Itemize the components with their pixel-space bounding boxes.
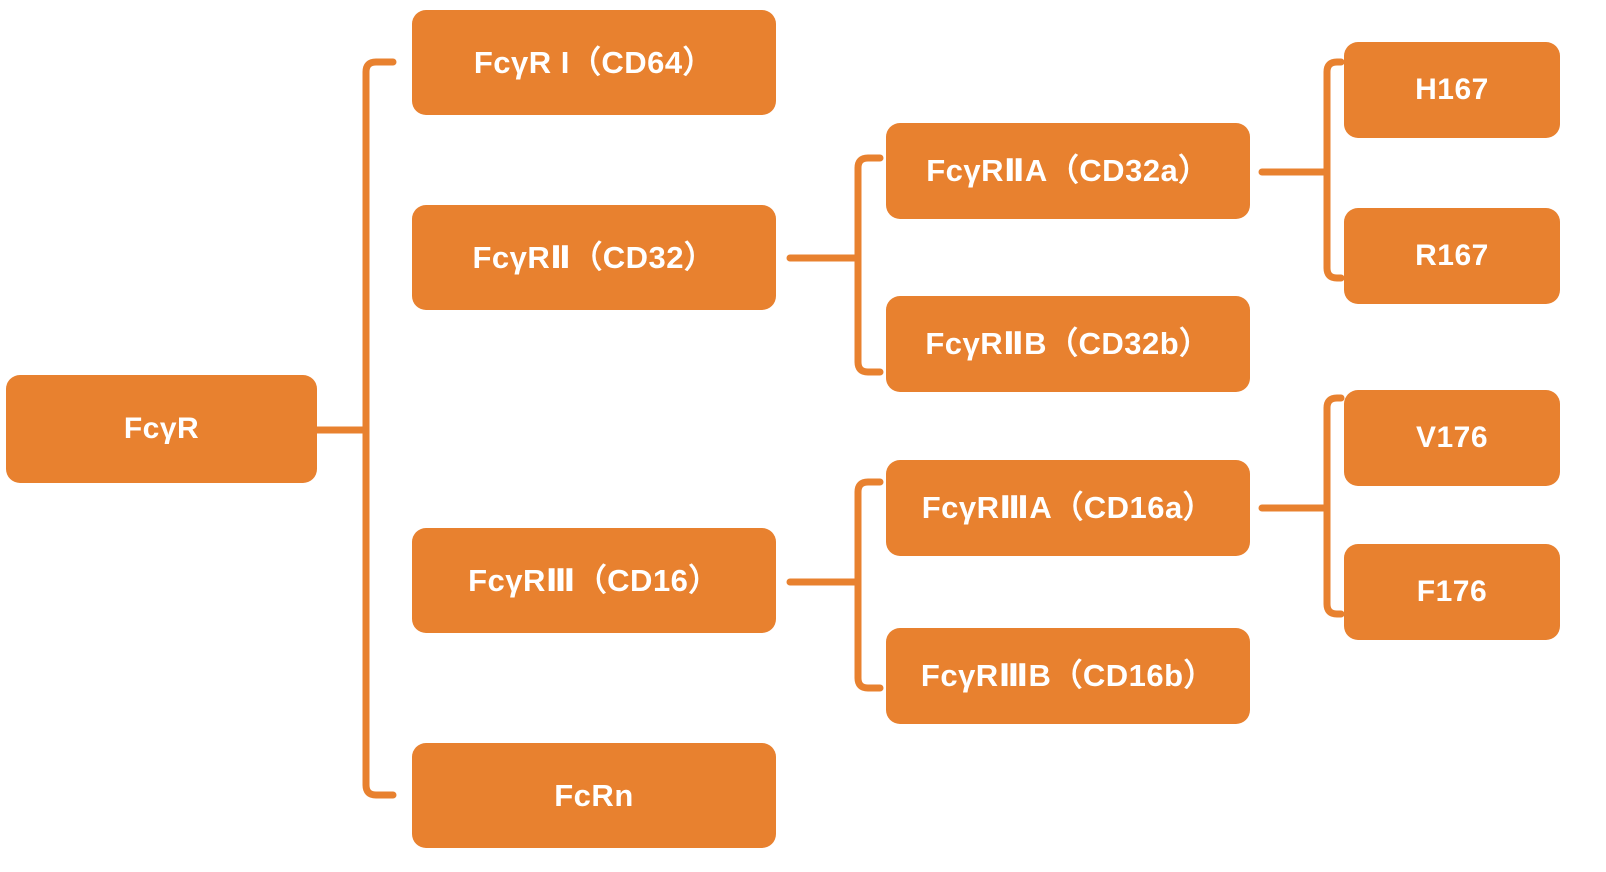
connector-fcgr2a-bracket (1258, 58, 1345, 282)
connector-fcgr3a-bracket (1258, 394, 1345, 618)
node-fcgr2[interactable]: FcγRⅡ（CD32） (412, 205, 776, 310)
connector-fcgr2-bracket (786, 154, 884, 376)
node-fcgr3a[interactable]: FcγRⅢA（CD16a） (886, 460, 1250, 556)
node-fcgr3b[interactable]: FcγRⅢB（CD16b） (886, 628, 1250, 724)
node-v176[interactable]: V176 (1344, 390, 1560, 486)
node-fcrn[interactable]: FcRn (412, 743, 776, 848)
node-fcgr3[interactable]: FcγRⅢ（CD16） (412, 528, 776, 633)
node-root-fcgr[interactable]: FcγR (6, 375, 317, 483)
node-f176[interactable]: F176 (1344, 544, 1560, 640)
node-fcgr2b[interactable]: FcγRⅡB（CD32b） (886, 296, 1250, 392)
node-r167[interactable]: R167 (1344, 208, 1560, 304)
node-h167[interactable]: H167 (1344, 42, 1560, 138)
connector-root-bracket (313, 58, 397, 799)
node-fcgr2a[interactable]: FcγRⅡA（CD32a） (886, 123, 1250, 219)
node-fcgr1[interactable]: FcγR I（CD64） (412, 10, 776, 115)
connector-fcgr3-bracket (786, 478, 884, 692)
